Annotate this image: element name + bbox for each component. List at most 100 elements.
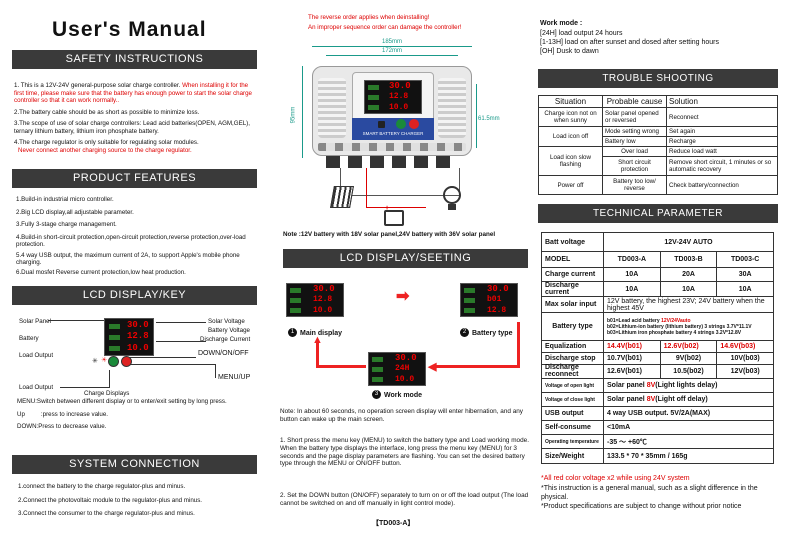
table-row: Power off Battery too low/ reverse Check… <box>538 175 778 195</box>
table-cell: Set again <box>666 126 778 137</box>
param-value: 10.7V(b01) <box>603 352 661 365</box>
controller-fins-left <box>318 78 346 138</box>
battery-icon-large <box>384 210 404 226</box>
param-value: 20A <box>659 267 718 282</box>
param-value: 12.6V(b01) <box>603 364 661 379</box>
sun-icon: ☀ <box>101 357 108 364</box>
leader-lines-right <box>156 322 206 342</box>
param-value: <10mA <box>603 420 774 435</box>
param-value: TD003-B <box>659 251 718 268</box>
menu-up-button[interactable] <box>121 356 132 367</box>
trouble-table: Situation Probable cause Solution Charge… <box>538 95 778 195</box>
table-cell: Short circuit protection <box>602 156 667 176</box>
param-label: Voltage of open light <box>541 378 604 393</box>
table-cell: Load icon off <box>538 126 603 147</box>
battery-icon <box>290 298 301 303</box>
table-row: Self-consume<10mA <box>541 420 774 435</box>
label-load-output-2: Load Output <box>19 384 54 391</box>
table-cell: Remove short circuit, 1 minutes or so au… <box>666 156 778 176</box>
table-cell: Check battery/connection <box>666 175 778 195</box>
param-label: Discharge reconnect <box>541 364 604 379</box>
note-24v: *All red color voltage x2 while using 24… <box>541 475 690 482</box>
dim-right-line <box>476 84 477 148</box>
system-list: 1.connect the battery to the charge regu… <box>18 483 264 518</box>
table-row: Short circuit protection Remove short ci… <box>539 156 778 176</box>
table-row: Battery type b01=Lead acid battery 12V/2… <box>541 312 774 341</box>
table-cell: Solar panel opened or reversed <box>602 107 667 127</box>
solar-icon <box>290 288 301 293</box>
param-value: 9V(b02) <box>659 352 718 365</box>
arrow-up-head: ▲ <box>312 334 323 346</box>
battery-type-line: b03=Lithium iron phosphate battery 4 str… <box>607 329 742 336</box>
safety-p4: 4.The charge regulator is only suitable … <box>14 139 199 147</box>
param-value: 133.5 * 70 * 35mm / 165g <box>603 448 774 464</box>
dim-height-line <box>302 66 303 158</box>
param-value: 14.6V(b03) <box>716 340 774 353</box>
lcd-value: 10.0 <box>389 103 409 112</box>
leader-line-menu <box>126 364 216 378</box>
battery-terminal-minus: − <box>398 205 403 212</box>
param-label: Equalization <box>541 340 604 353</box>
dim-outer-line <box>312 46 472 47</box>
table-cell: Battery low <box>602 136 667 147</box>
safety-p4-warning: Never connect another charging source to… <box>18 146 192 154</box>
terminal-block <box>318 143 466 151</box>
down-on-off-button[interactable] <box>108 356 119 367</box>
device-down-button[interactable] <box>396 119 406 129</box>
table-cell: Recharge <box>666 136 778 147</box>
param-value: 10A <box>659 281 718 297</box>
lcd-value: 30.0 <box>313 284 335 294</box>
param-value: 12V(b03) <box>716 364 774 379</box>
safety-p2: 2.The battery cable should be as short a… <box>14 108 200 116</box>
feature-item: 3.Fully 3-stage charge management. <box>16 221 117 229</box>
dim-right: 61.5mm <box>478 116 500 122</box>
step-2-badge: 2 <box>460 328 469 337</box>
dim-inner-line <box>326 55 458 56</box>
load-icon <box>464 308 475 313</box>
warning-line-2: An improper sequence order can damage th… <box>308 24 462 31</box>
param-label: Self-consume <box>541 420 604 435</box>
note-general: *This instruction is a general manual, s… <box>541 485 758 501</box>
load-icon <box>372 377 383 382</box>
solar-icon <box>372 357 383 362</box>
param-label: USB output <box>541 406 604 421</box>
setting-paragraph-2: 2. Set the DOWN button (ON/OFF) separate… <box>280 492 529 507</box>
leader-lines <box>48 320 108 360</box>
param-value: 10A <box>603 267 661 282</box>
param-label: Size/Weight <box>541 448 604 464</box>
battery-icon <box>372 367 383 372</box>
param-value: 10A <box>716 281 774 297</box>
param-label: Max solar input <box>541 296 604 313</box>
device-menu-button[interactable] <box>409 119 419 129</box>
lcd-value: 10.0 <box>395 375 415 384</box>
trouble-header-row: Situation Probable cause Solution <box>538 95 778 108</box>
feature-item: 1.Build-in industrial micro controller. <box>16 196 114 203</box>
col-header: Solution <box>666 95 778 108</box>
battery-type-cell: b01=Lead acid battery 12V/24Vauto b02=Li… <box>603 312 774 341</box>
model-code: 【TD003-A】 <box>372 520 415 527</box>
key-lcd-screen: 30.0 12.8 10.0 <box>104 318 154 356</box>
warning-line-1: The reverse order applies when deinstall… <box>308 14 430 21</box>
controller-button-strip <box>352 118 434 140</box>
param-value: 12V-24V AUTO <box>603 232 774 252</box>
col-header: Probable cause <box>602 95 667 108</box>
lcd-value: 12.8 <box>127 331 149 341</box>
label-solar-voltage: Solar Voltage <box>208 318 245 325</box>
param-value: 12V battery, the highest 23V; 24V batter… <box>603 296 774 313</box>
hibernation-note: Note: In about 60 seconds, no operation … <box>280 408 524 423</box>
label-down-on-off: DOWN/ON/OFF <box>198 350 249 357</box>
solar-icon <box>368 85 379 90</box>
feature-item: 2.Big LCD display,all adjustable paramet… <box>16 208 134 216</box>
table-row: Load icon off Mode setting wrong Set aga… <box>538 126 778 147</box>
param-label: Voltage of close light <box>541 392 604 407</box>
param-value: 10A <box>603 281 661 297</box>
battery-icon <box>368 95 379 100</box>
device-brand: SMART BATTERY CHARGER <box>362 131 424 136</box>
system-item: 1.connect the battery to the charge regu… <box>18 483 186 490</box>
solar-panel-icon <box>330 186 354 208</box>
battery-icon <box>464 298 475 303</box>
